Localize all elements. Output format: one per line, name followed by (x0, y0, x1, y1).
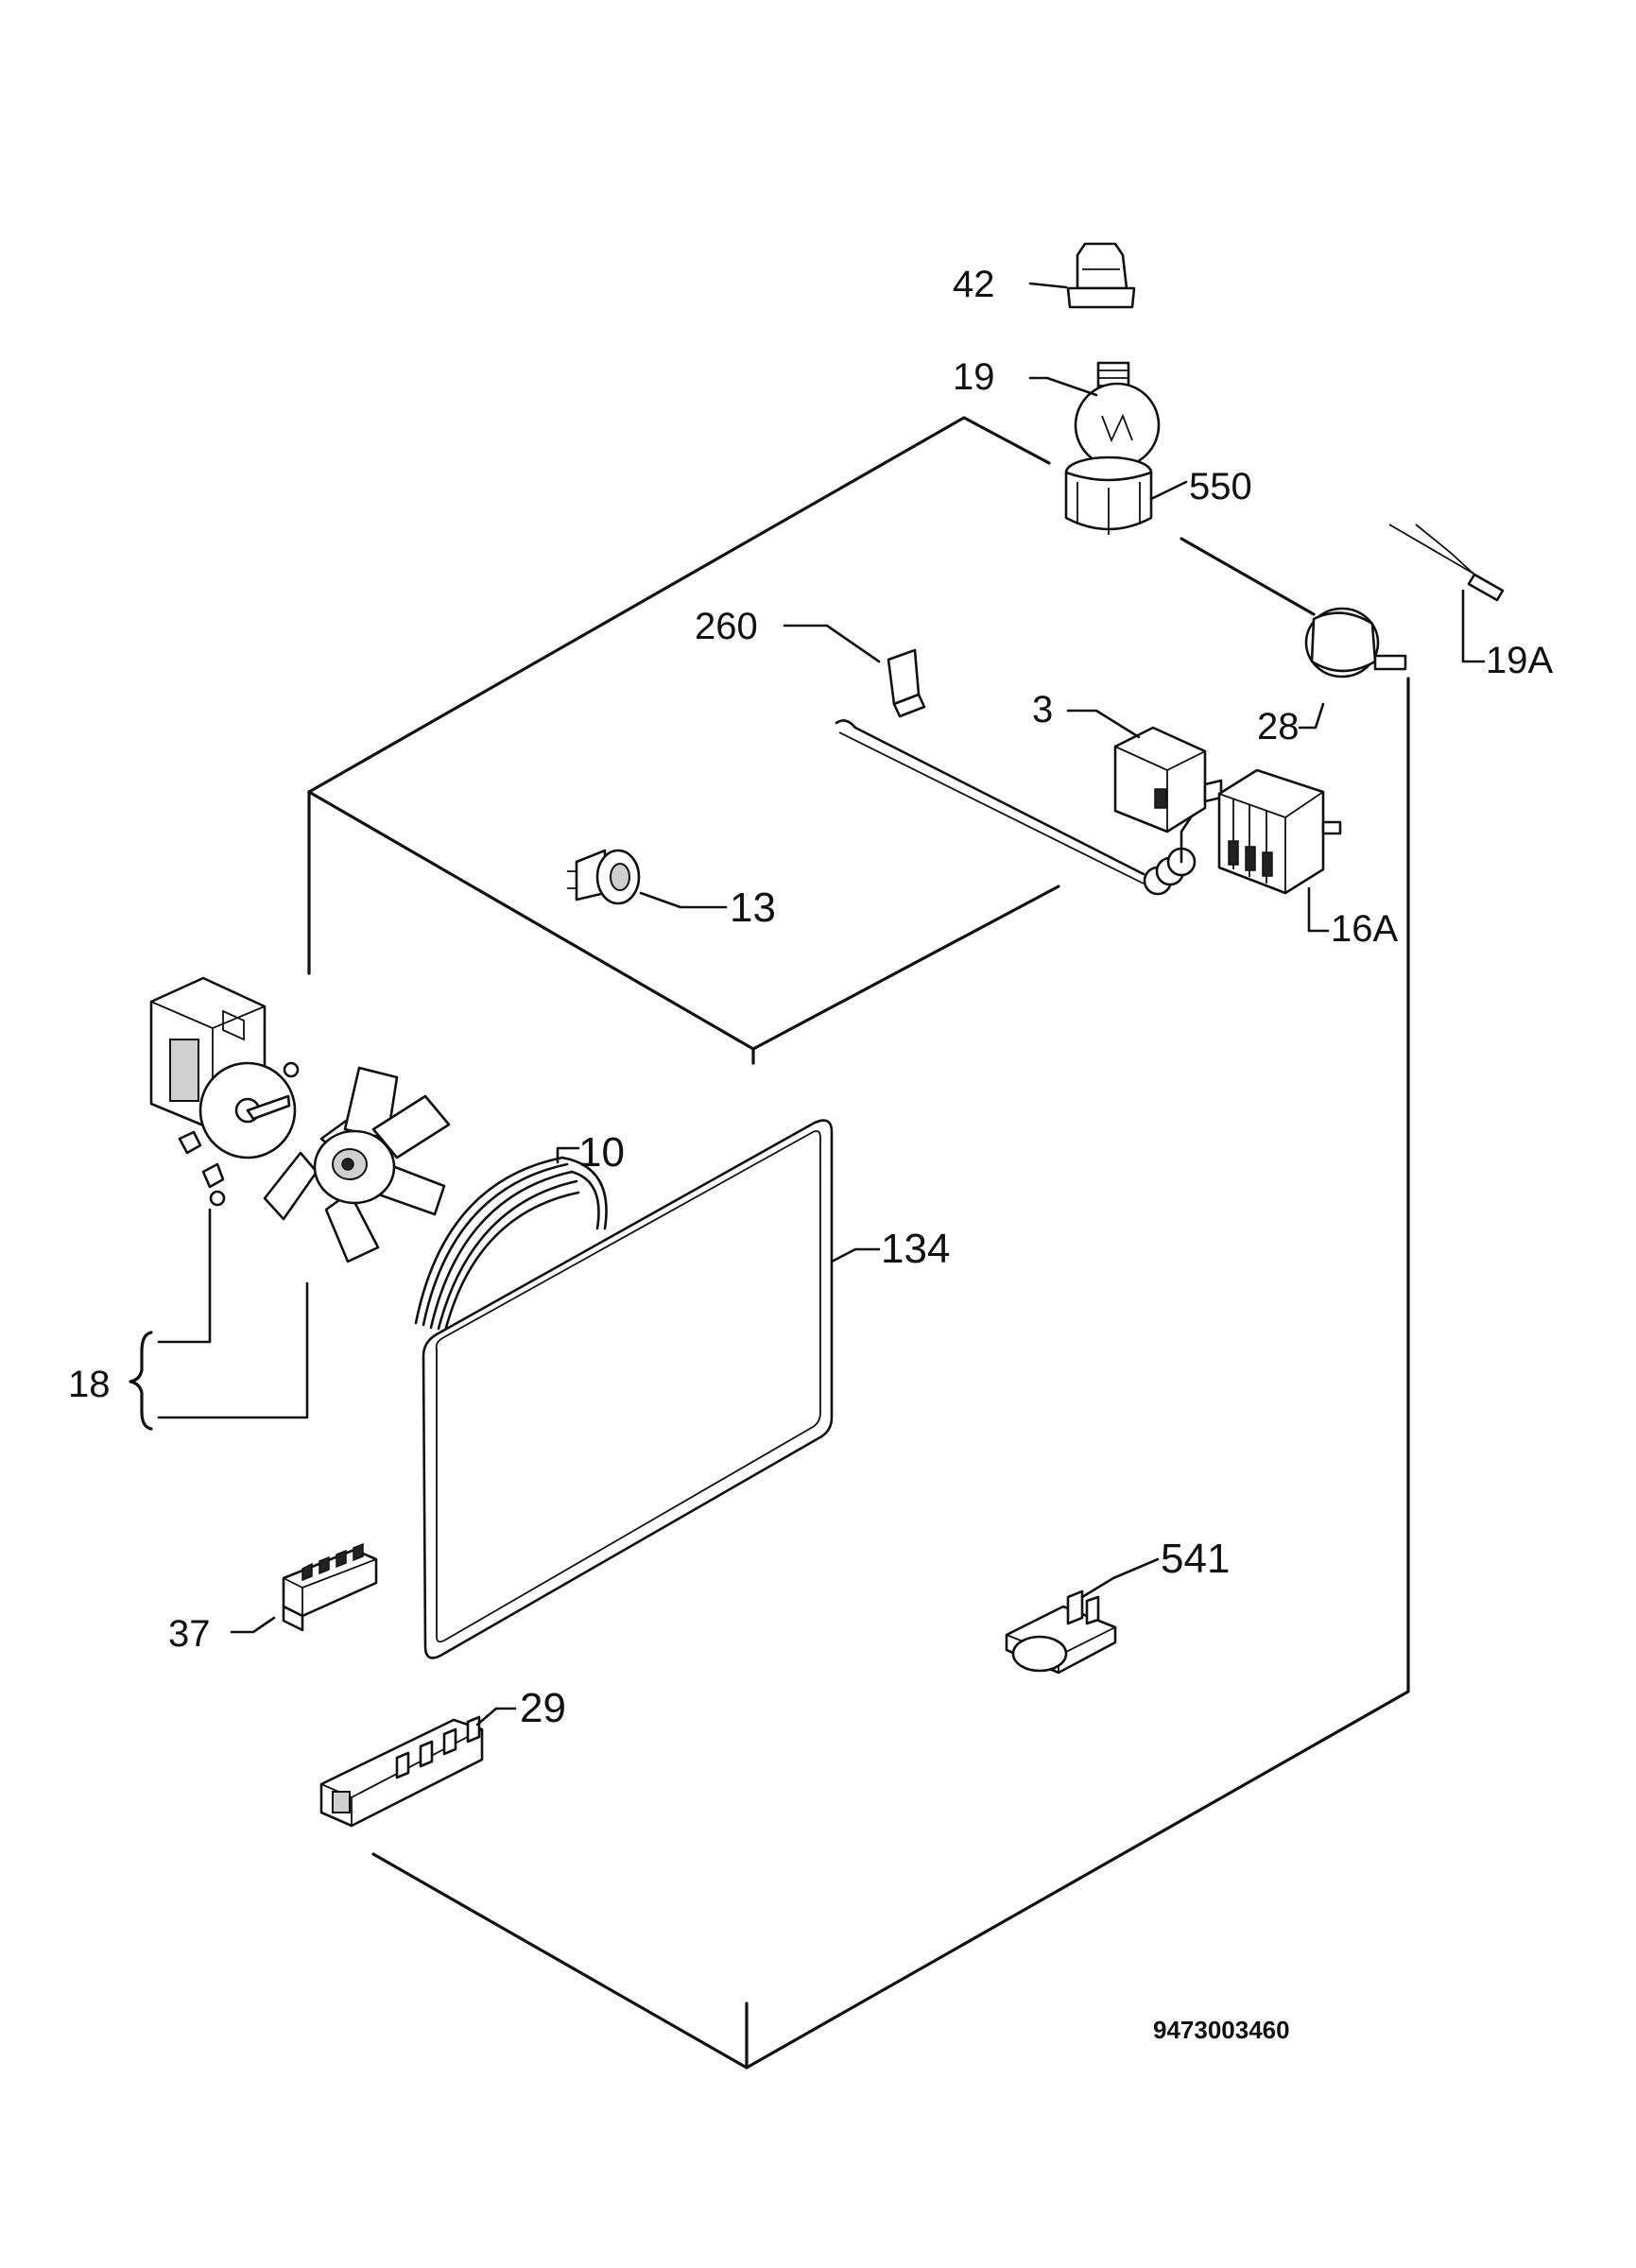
lamp-bulb-19 (1028, 361, 1161, 469)
callout-541: 541 (1161, 1536, 1230, 1582)
clip-260 (783, 624, 926, 718)
thermostat-capillary (835, 719, 1197, 896)
terminal-strip-29 (319, 1707, 517, 1828)
control-unit-28 (1298, 607, 1407, 730)
callout-42: 42 (953, 264, 995, 305)
callout-16a: 16A (1331, 908, 1398, 950)
callout-18: 18 (68, 1364, 111, 1405)
terminal-block-37 (230, 1542, 378, 1634)
callout-19: 19 (953, 356, 995, 398)
lamp-cover-42 (1028, 242, 1136, 309)
latch-541 (1005, 1557, 1160, 1675)
door-seal-10 (414, 1146, 608, 1331)
callout-19a: 19A (1486, 640, 1553, 681)
fan-blade-18 (263, 1066, 451, 1263)
callout-37: 37 (168, 1613, 211, 1655)
callout-28: 28 (1257, 706, 1300, 747)
selector-switch-16a (1217, 768, 1342, 933)
callout-3: 3 (1032, 689, 1053, 730)
diagram-number: 9473003460 (1153, 2016, 1290, 2044)
callout-550: 550 (1189, 466, 1252, 507)
group-bracket-18 (129, 1208, 309, 1431)
lamp-holder-550 (1064, 455, 1188, 535)
callout-134: 134 (881, 1226, 950, 1272)
inner-panel-134 (422, 1119, 881, 1659)
switch-block-3 (1066, 709, 1223, 833)
callout-13: 13 (730, 885, 776, 931)
callout-260: 260 (695, 606, 758, 647)
fan-motor-assembly-18 (149, 976, 300, 1207)
cabinet-outline (307, 416, 1410, 2070)
indicator-lamp-13 (567, 849, 728, 909)
sensor-wire-19a (1388, 524, 1505, 663)
callout-29: 29 (520, 1685, 566, 1731)
callout-10: 10 (578, 1129, 625, 1176)
